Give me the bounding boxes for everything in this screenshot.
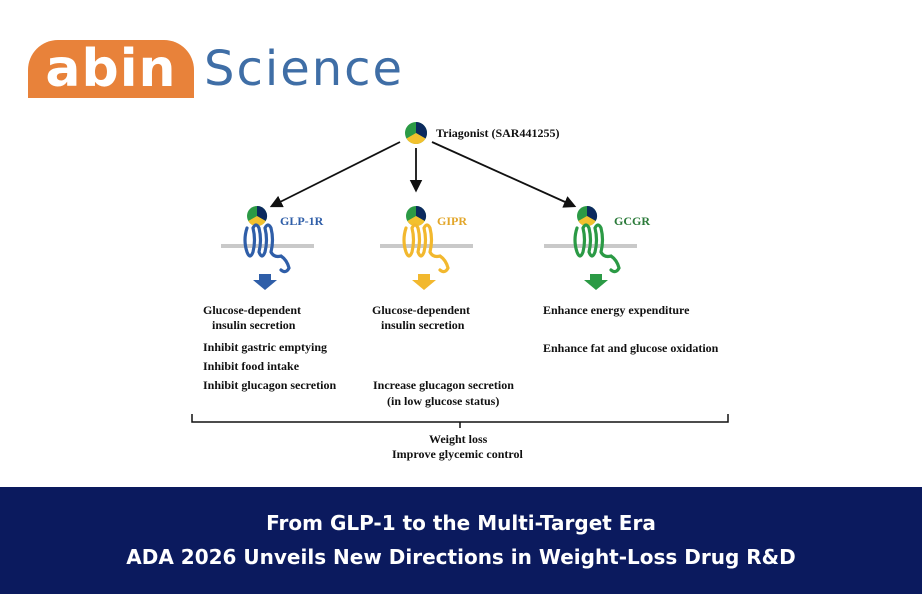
gipr-effect-b2: (in low glucose status) bbox=[387, 394, 500, 408]
outcome-weight-loss: Weight loss bbox=[429, 432, 488, 446]
bracket bbox=[191, 414, 729, 423]
gipr-effect-a1: Glucose-dependent bbox=[372, 303, 471, 317]
gcgr-effect-a1: Enhance energy expenditure bbox=[543, 303, 690, 317]
gipr-receptor-icon bbox=[402, 205, 450, 290]
gcgr-label: GCGR bbox=[614, 214, 650, 228]
gipr-label: GIPR bbox=[437, 214, 467, 228]
triagonist-icon bbox=[405, 122, 427, 144]
diagram-graphics bbox=[191, 122, 729, 428]
gcgr-effect-b1: Enhance fat and glucose oxidation bbox=[543, 341, 719, 355]
glp1r-effect-b3: Inhibit glucagon secretion bbox=[203, 378, 337, 392]
agonist-label: Triagonist (SAR441255) bbox=[436, 126, 560, 140]
logo-science: Science bbox=[204, 41, 405, 97]
gipr-effect-a2: insulin secretion bbox=[381, 318, 465, 332]
arrow-to-gcgr bbox=[431, 141, 577, 208]
banner-title-line1: From GLP-1 to the Multi-Target Era bbox=[266, 511, 656, 535]
glp1r-receptor-icon bbox=[243, 205, 291, 290]
abin-science-logo: abin Science bbox=[28, 40, 428, 102]
glp1r-effect-a1: Glucose-dependent bbox=[203, 303, 302, 317]
arrow-to-glp1r bbox=[269, 141, 401, 208]
logo-abin: abin bbox=[28, 40, 194, 98]
glp1r-effect-a2: insulin secretion bbox=[212, 318, 296, 332]
outcome-glycemic-control: Improve glycemic control bbox=[392, 447, 523, 461]
banner-title-line2: ADA 2026 Unveils New Directions in Weigh… bbox=[126, 545, 796, 569]
glp1r-label: GLP-1R bbox=[280, 214, 324, 228]
gcgr-receptor-icon bbox=[573, 205, 621, 290]
title-banner: From GLP-1 to the Multi-Target Era ADA 2… bbox=[0, 487, 922, 594]
gipr-effect-b1: Increase glucagon secretion bbox=[373, 378, 514, 392]
glp1r-effect-b2: Inhibit food intake bbox=[203, 359, 300, 373]
glp1r-effect-b1: Inhibit gastric emptying bbox=[203, 340, 328, 354]
mechanism-diagram: Triagonist (SAR441255) GLP-1R GIPR GCGR … bbox=[191, 122, 729, 461]
